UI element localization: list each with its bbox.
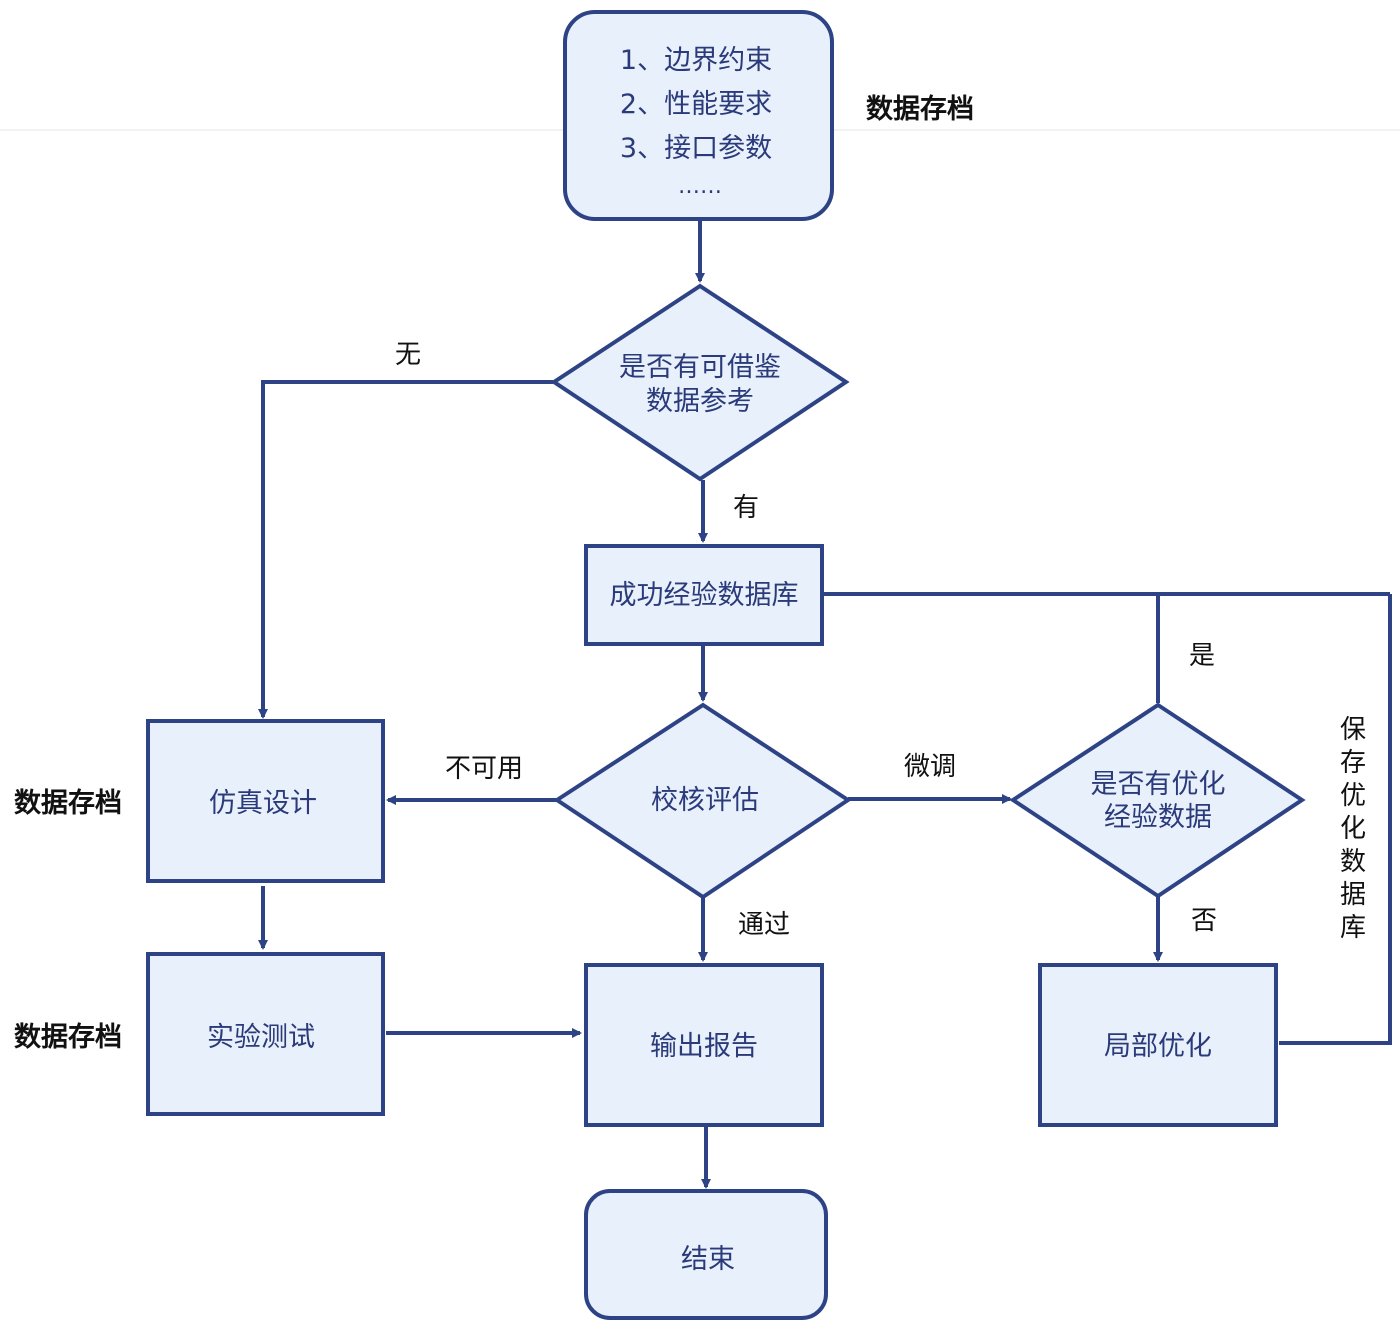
sim-design-node: 仿真设计 (146, 719, 385, 883)
output-report-label: 输出报告 (650, 1031, 758, 1062)
success-db-node: 成功经验数据库 (584, 544, 824, 646)
success-db-shape (584, 544, 824, 646)
edge-label-has: 有 (733, 493, 759, 523)
success-db-label: 成功经验数据库 (610, 580, 799, 611)
edge-label-yes: 是 (1189, 641, 1215, 671)
start-node: 1、边界约束 2、性能要求 3、接口参数 …… (563, 10, 834, 221)
local-opt-label: 局部优化 (1104, 1031, 1212, 1062)
side-labels: 数据存档 数据存档 数据存档 (14, 94, 974, 1053)
experiment-shape (146, 952, 385, 1116)
local-opt-node: 局部优化 (1038, 963, 1278, 1127)
decision-reference-line-1: 是否有可借鉴 (619, 352, 781, 383)
output-report-shape (584, 963, 824, 1127)
experiment-label: 实验测试 (207, 1022, 315, 1053)
archive-label-sim: 数据存档 (14, 788, 122, 819)
start-line-3: 3、接口参数 (620, 133, 772, 164)
decision-optimization: 是否有优化 经验数据 (1009, 702, 1306, 899)
start-node-shape (563, 10, 834, 221)
edge-label-fine-tune: 微调 (904, 752, 956, 782)
edges (258, 220, 1392, 1189)
archive-label-top: 数据存档 (866, 94, 974, 125)
end-label: 结束 (681, 1244, 735, 1275)
end-shape (584, 1189, 828, 1320)
sim-design-shape (146, 719, 385, 883)
decision-optimization-shape (1009, 702, 1306, 899)
experiment-node: 实验测试 (146, 952, 385, 1116)
evaluate-label: 校核评估 (651, 785, 759, 816)
decision-reference-line-2: 数据参考 (646, 386, 754, 417)
evaluate-node: 校核评估 (553, 702, 852, 900)
end-node: 结束 (584, 1189, 828, 1320)
start-line-4: …… (678, 174, 722, 199)
decision-reference-shape (550, 283, 850, 482)
start-line-2: 2、性能要求 (620, 89, 772, 120)
decision-optimization-line-1: 是否有优化 (1091, 769, 1226, 800)
archive-label-exp: 数据存档 (14, 1022, 122, 1053)
edge-none-to-sim (258, 380, 553, 719)
edge-label-unusable: 不可用 (445, 754, 523, 784)
start-line-1: 1、边界约束 (620, 45, 772, 76)
edge-labels: 无 有 不可用 微调 通过 是 否 保存优化数据库 (395, 340, 1366, 943)
edge-label-pass: 通过 (738, 910, 790, 940)
edge-label-none: 无 (395, 340, 421, 370)
edge-label-save-opt-db: 保存优化数据库 (1340, 715, 1366, 943)
decision-optimization-line-2: 经验数据 (1104, 802, 1212, 833)
decision-reference: 是否有可借鉴 数据参考 (550, 283, 850, 482)
sim-design-label: 仿真设计 (209, 788, 317, 819)
output-report-node: 输出报告 (584, 963, 824, 1127)
edge-label-no: 否 (1191, 906, 1217, 936)
evaluate-shape (553, 702, 852, 900)
local-opt-shape (1038, 963, 1278, 1127)
edge-local-to-db (1279, 594, 1392, 1045)
